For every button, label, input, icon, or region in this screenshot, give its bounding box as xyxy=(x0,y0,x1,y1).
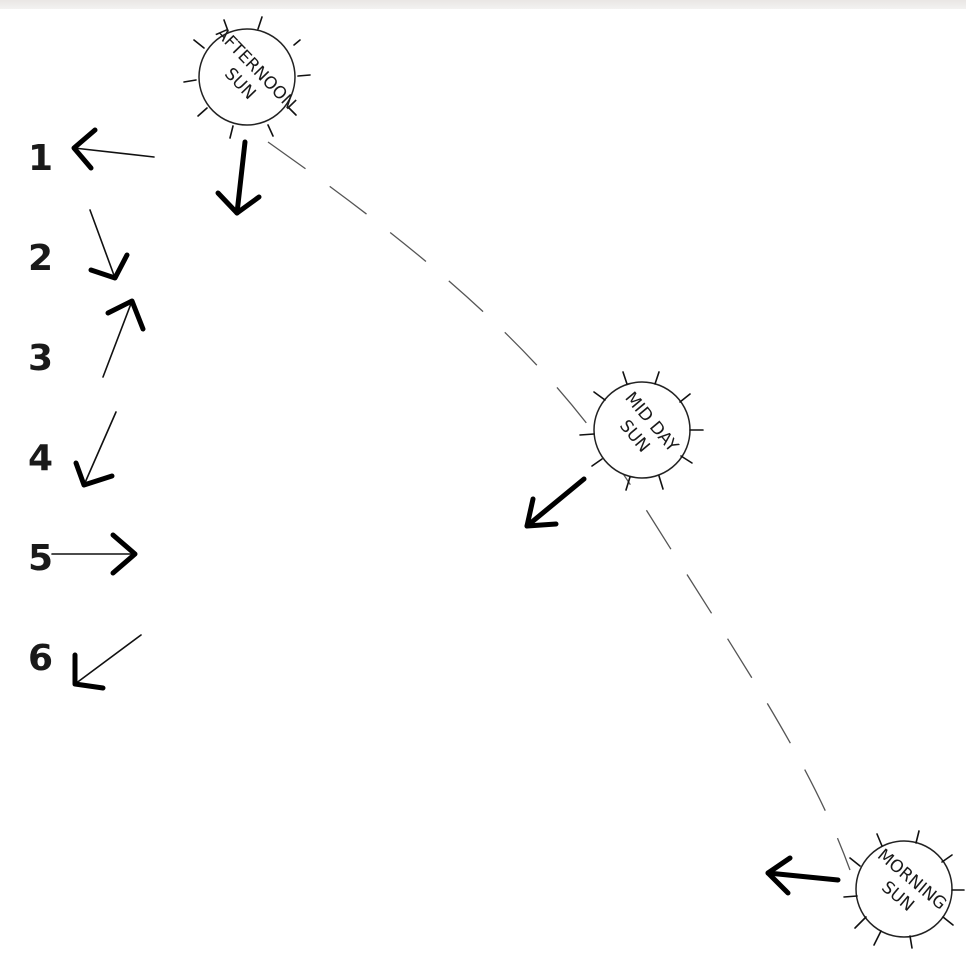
midday-sun-ray-arrow xyxy=(524,476,587,529)
afternoon-sun-ray-arrow xyxy=(215,139,262,216)
arrow-5-right xyxy=(51,532,138,576)
number-6: 6 xyxy=(28,638,53,679)
arrow-2-down xyxy=(88,209,130,281)
afternoon-sun-rays xyxy=(183,16,311,139)
number-4: 4 xyxy=(28,438,53,479)
number-2: 2 xyxy=(28,238,53,279)
arrow-3-up xyxy=(102,298,146,378)
top-border xyxy=(0,0,966,9)
midday-sun-rays xyxy=(579,371,704,491)
afternoon-sun-circle xyxy=(198,28,296,126)
arrow-6-down-left xyxy=(72,634,142,691)
number-1: 1 xyxy=(28,138,53,179)
number-5: 5 xyxy=(28,538,53,579)
morning-sun-rays xyxy=(843,830,965,949)
arrow-4-down-left xyxy=(73,411,117,488)
sun-path-dashed-line xyxy=(267,141,851,871)
midday-sun: MID DAY SUN xyxy=(524,371,704,529)
arrow-1-left xyxy=(71,127,155,171)
morning-sun-ray-arrow xyxy=(765,855,841,896)
morning-sun-circle xyxy=(855,840,953,938)
direction-list: 1 2 3 4 5 6 xyxy=(28,127,155,691)
number-3: 3 xyxy=(28,338,53,379)
morning-sun: MORNING SUN xyxy=(765,830,965,949)
afternoon-sun: AFTERNOON SUN xyxy=(183,16,311,216)
